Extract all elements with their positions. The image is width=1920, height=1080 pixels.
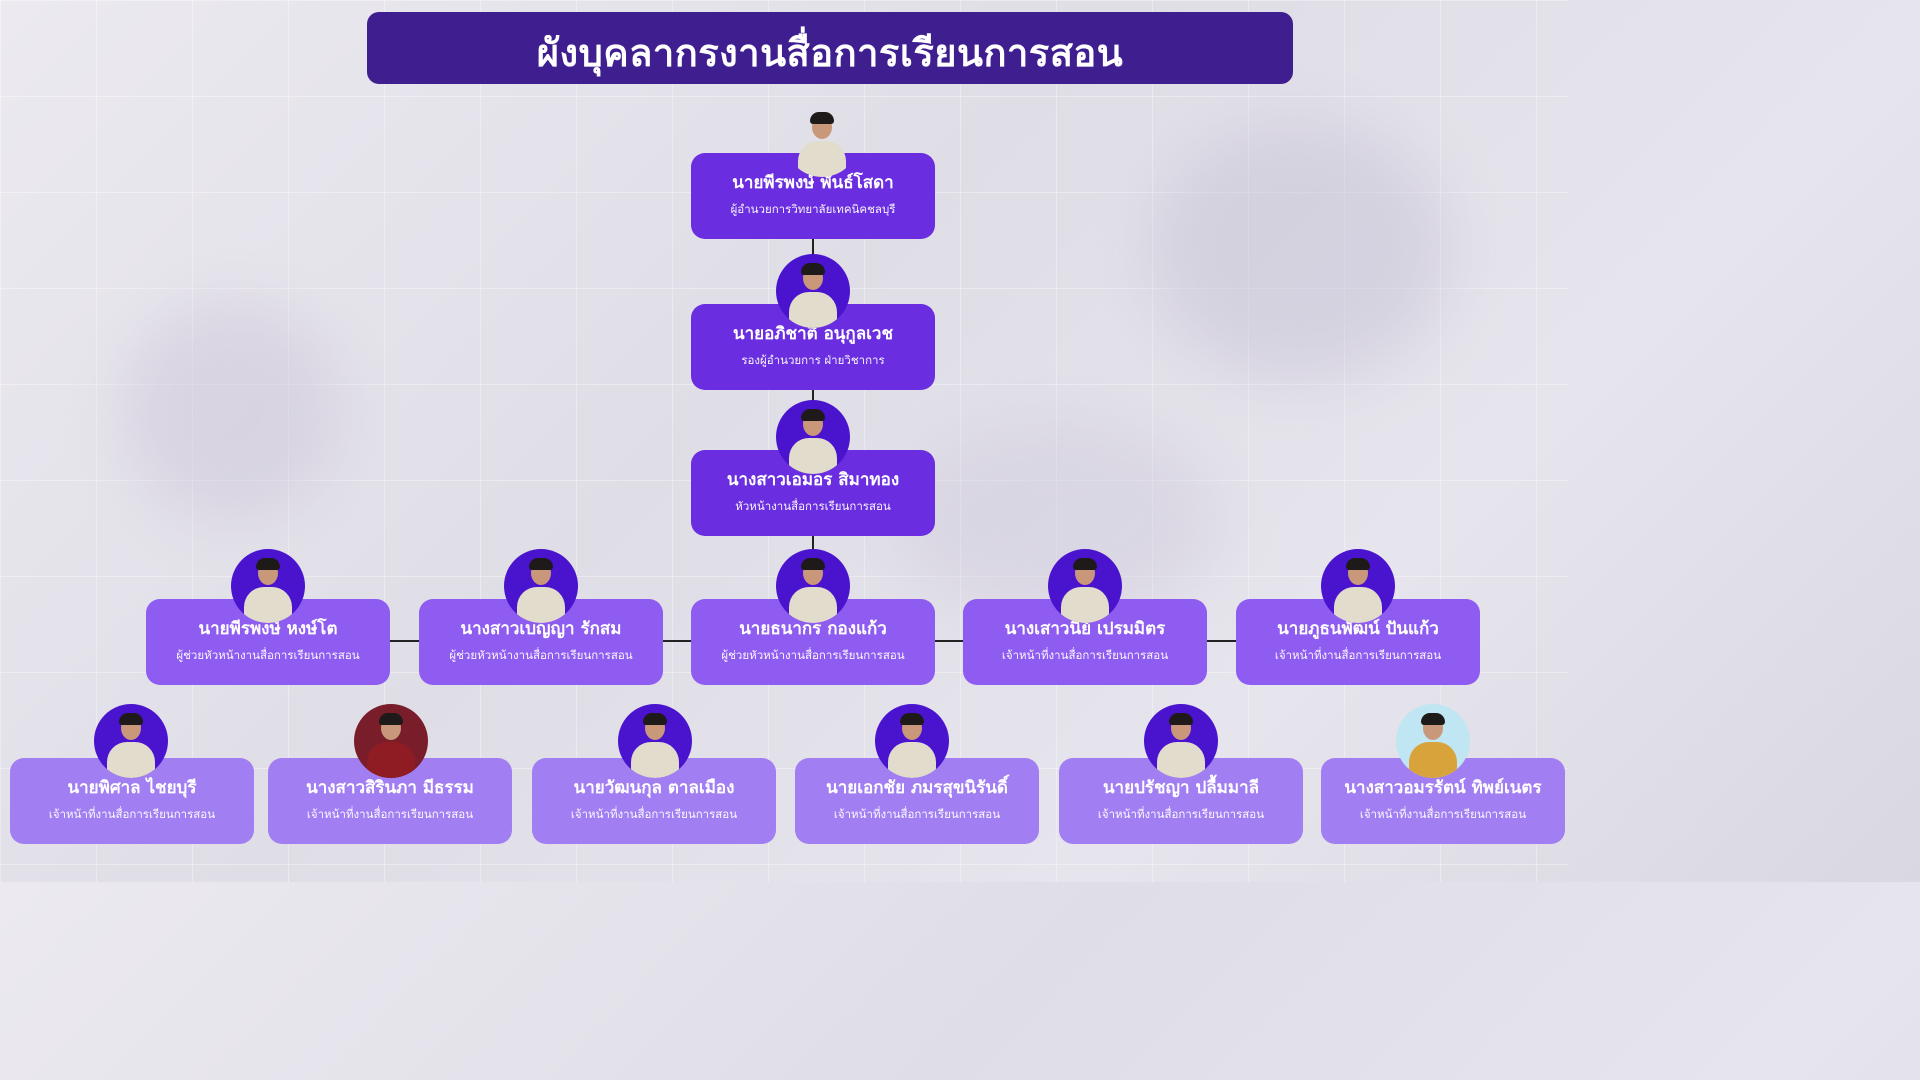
- person-name: นายพีรพงษ์ หงษ์โต: [198, 619, 338, 639]
- person-name: นายพิศาล ไชยบุรี: [67, 778, 197, 798]
- org-node-b2: นางสาวสิรินภา มีธรรมเจ้าหน้าที่งานสื่อกา…: [268, 758, 512, 844]
- person-body: [367, 742, 415, 778]
- person-body: [789, 438, 837, 474]
- person-name: นางเสาวนีย์ เปรมมิตร: [1004, 619, 1166, 639]
- person-hair: [900, 713, 924, 725]
- person-role: ผู้ช่วยหัวหน้างานสื่อการเรียนการสอน: [721, 648, 905, 662]
- person-hair: [801, 409, 825, 421]
- person-photo-icon: [785, 103, 859, 177]
- org-node-b3: นายวัฒนกุล ตาลเมืองเจ้าหน้าที่งานสื่อการ…: [532, 758, 776, 844]
- person-photo-icon: [618, 704, 692, 778]
- person-photo-icon: [776, 400, 850, 474]
- org-node-r1: นายพีรพงษ์ หงษ์โตผู้ช่วยหัวหน้างานสื่อกา…: [146, 599, 390, 685]
- person-role: ผู้ช่วยหัวหน้างานสื่อการเรียนการสอน: [176, 648, 360, 662]
- person-body: [517, 587, 565, 623]
- org-node-b1: นายพิศาล ไชยบุรีเจ้าหน้าที่งานสื่อการเรี…: [10, 758, 254, 844]
- person-photo-icon: [504, 549, 578, 623]
- person-photo-icon: [1396, 704, 1470, 778]
- person-hair: [801, 263, 825, 275]
- person-role: ผู้อำนวยการวิทยาลัยเทคนิคชลบุรี: [730, 202, 896, 216]
- person-photo-icon: [1144, 704, 1218, 778]
- person-photo-icon: [231, 549, 305, 623]
- person-body: [1061, 587, 1109, 623]
- person-hair: [256, 558, 280, 570]
- person-name: นายภูธนพัฒน์ ปันแก้ว: [1277, 619, 1439, 639]
- person-hair: [529, 558, 553, 570]
- person-photo-icon: [875, 704, 949, 778]
- person-photo-icon: [776, 549, 850, 623]
- person-body: [888, 742, 936, 778]
- person-hair: [1346, 558, 1370, 570]
- org-node-r4: นางเสาวนีย์ เปรมมิตรเจ้าหน้าที่งานสื่อกา…: [963, 599, 1207, 685]
- person-name: นางสาวอมรรัตน์ ทิพย์เนตร: [1344, 778, 1542, 798]
- person-name: นางสาวเบญญา รักสม: [460, 619, 622, 639]
- person-photo-icon: [354, 704, 428, 778]
- person-role: เจ้าหน้าที่งานสื่อการเรียนการสอน: [1001, 648, 1169, 662]
- background-glow: [120, 300, 340, 520]
- person-name: นายอภิชาติ อนุกูลเวช: [732, 324, 894, 344]
- person-body: [107, 742, 155, 778]
- person-name: นายพีรพงษ์ พันธ์โสดา: [732, 173, 894, 193]
- person-name: นายเอกชัย ภมรสุขนิรันดิ์: [826, 778, 1008, 798]
- page-title: ผังบุคลากรงานสื่อการเรียนการสอน: [536, 31, 1124, 75]
- person-role: เจ้าหน้าที่งานสื่อการเรียนการสอน: [1274, 648, 1442, 662]
- person-role: เจ้าหน้าที่งานสื่อการเรียนการสอน: [48, 807, 216, 821]
- person-body: [798, 141, 846, 177]
- person-hair: [379, 713, 403, 725]
- person-name: นางสาวเอมอร สิมาทอง: [726, 470, 900, 490]
- background-glow: [1150, 120, 1450, 380]
- person-hair: [810, 112, 834, 124]
- person-role: เจ้าหน้าที่งานสื่อการเรียนการสอน: [570, 807, 738, 821]
- person-name: นางสาวสิรินภา มีธรรม: [306, 778, 474, 798]
- person-body: [1157, 742, 1205, 778]
- person-body: [789, 587, 837, 623]
- person-photo-icon: [776, 254, 850, 328]
- person-photo-icon: [94, 704, 168, 778]
- person-role: เจ้าหน้าที่งานสื่อการเรียนการสอน: [1359, 807, 1527, 821]
- person-hair: [119, 713, 143, 725]
- person-name: นายวัฒนกุล ตาลเมือง: [573, 778, 735, 798]
- person-name: นายธนากร กองแก้ว: [739, 619, 887, 639]
- person-hair: [1073, 558, 1097, 570]
- person-hair: [643, 713, 667, 725]
- person-hair: [801, 558, 825, 570]
- person-body: [789, 292, 837, 328]
- person-body: [1409, 742, 1457, 778]
- person-role: หัวหน้างานสื่อการเรียนการสอน: [735, 499, 891, 513]
- org-node-deputy: นายอภิชาติ อนุกูลเวชรองผู้อำนวยการ ฝ่ายว…: [691, 304, 935, 390]
- person-hair: [1169, 713, 1193, 725]
- title-banner: ผังบุคลากรงานสื่อการเรียนการสอน: [367, 12, 1293, 84]
- person-photo-icon: [1321, 549, 1395, 623]
- person-name: นายปรัชญา ปลื้มมาลี: [1102, 778, 1260, 798]
- person-role: เจ้าหน้าที่งานสื่อการเรียนการสอน: [1097, 807, 1265, 821]
- person-photo-icon: [1048, 549, 1122, 623]
- person-body: [1334, 587, 1382, 623]
- person-role: รองผู้อำนวยการ ฝ่ายวิชาการ: [741, 353, 885, 367]
- person-role: เจ้าหน้าที่งานสื่อการเรียนการสอน: [833, 807, 1001, 821]
- person-body: [631, 742, 679, 778]
- person-body: [244, 587, 292, 623]
- person-role: เจ้าหน้าที่งานสื่อการเรียนการสอน: [306, 807, 474, 821]
- person-hair: [1421, 713, 1445, 725]
- person-role: ผู้ช่วยหัวหน้างานสื่อการเรียนการสอน: [449, 648, 633, 662]
